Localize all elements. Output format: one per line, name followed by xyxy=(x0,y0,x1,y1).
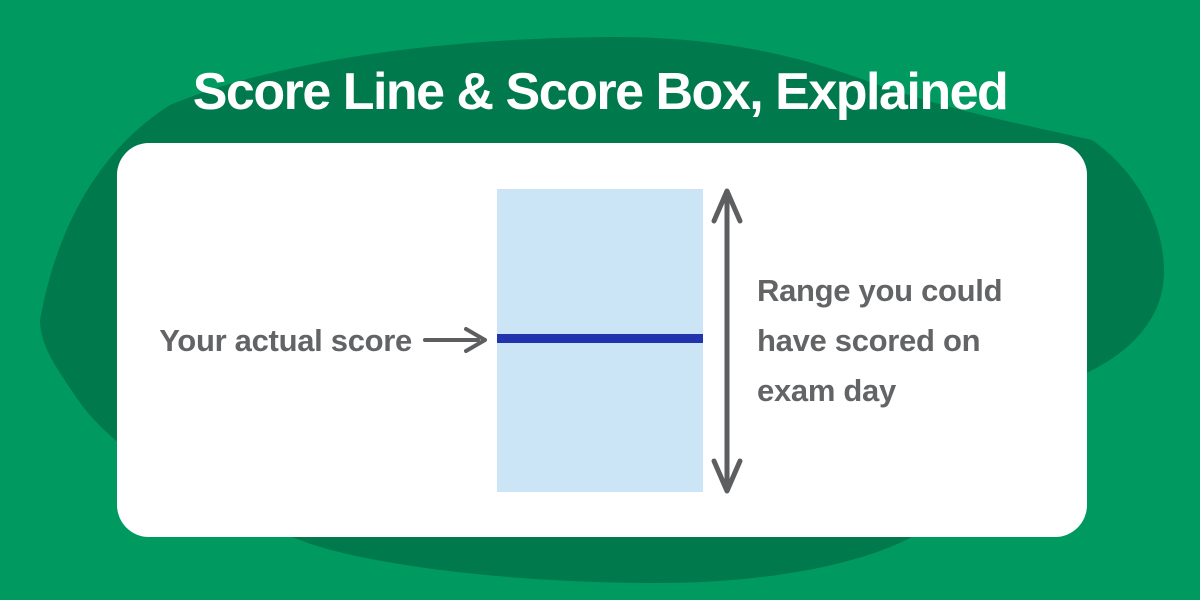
range-label-line: Range you could xyxy=(757,273,1003,308)
page-title: Score Line & Score Box, Explained xyxy=(192,63,1009,121)
range-label-line: have scored on xyxy=(757,323,981,358)
range-label-line: exam day xyxy=(757,373,896,408)
range-label: Range you could have scored on exam day xyxy=(757,266,1057,416)
actual-score-label: Your actual score xyxy=(159,323,412,358)
score-line xyxy=(497,334,703,343)
